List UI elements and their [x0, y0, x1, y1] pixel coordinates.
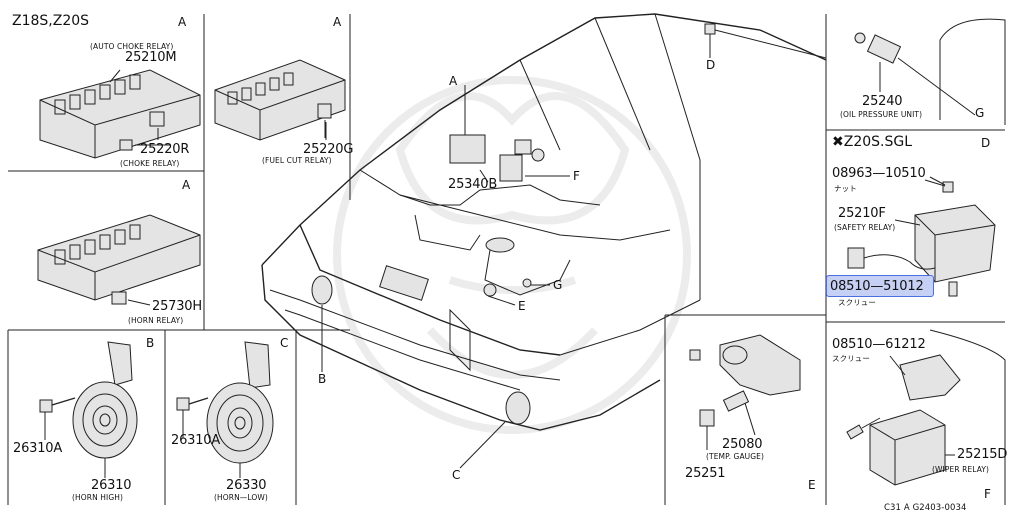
- fuel-cut-relay-block-drawing: [214, 59, 346, 141]
- auto-choke-relay-block-drawing: [39, 69, 201, 159]
- part-25220G[interactable]: 25220G: [303, 142, 354, 157]
- highlighted-part-box: [826, 275, 934, 297]
- caption-choke-relay: (CHOKE RELAY): [120, 159, 180, 168]
- part-08963-10510[interactable]: 08963—10510: [832, 166, 926, 181]
- callout-b: B: [318, 372, 327, 386]
- part-08510-61212[interactable]: 08510—61212: [832, 337, 926, 352]
- part-26310[interactable]: 26310: [91, 478, 132, 493]
- temp-gauge-drawing: [689, 334, 801, 450]
- caption-auto-choke-relay: (AUTO CHOKE RELAY): [90, 42, 174, 51]
- part-26310A-low[interactable]: 26310A: [171, 433, 221, 448]
- part-25240[interactable]: 25240: [862, 94, 903, 109]
- callout-a: A: [449, 74, 458, 88]
- part-08510-51012[interactable]: 08510—51012: [830, 279, 924, 294]
- part-25210F[interactable]: 25210F: [838, 206, 886, 221]
- safety-relay-drawing: [847, 179, 996, 297]
- panel-tl-letter: A: [178, 15, 187, 29]
- caption-screw-f: スクリュー: [832, 354, 870, 363]
- panel-tm-letter: A: [333, 15, 342, 29]
- caption-horn-relay: (HORN RELAY): [128, 316, 184, 325]
- part-25080[interactable]: 25080: [722, 437, 763, 452]
- leader-lines: [109, 69, 946, 226]
- panel-bl2-letter: C: [280, 336, 289, 350]
- part-25340B[interactable]: 25340B: [448, 177, 498, 192]
- caption-horn-low: (HORN—LOW): [214, 493, 268, 502]
- panel-br2-letter: F: [984, 487, 991, 501]
- callout-g: G: [553, 278, 563, 292]
- caption-temp-gauge: (TEMP. GAUGE): [706, 452, 765, 461]
- car-front-drawing: [261, 13, 827, 469]
- caption-safety-relay: (SAFETY RELAY): [834, 223, 896, 232]
- panel-tr-letter: G: [975, 106, 985, 120]
- part-25210M[interactable]: 25210M: [125, 50, 177, 65]
- panel-borders: [7, 14, 1005, 505]
- part-26330[interactable]: 26330: [226, 478, 267, 493]
- wiper-relay-drawing: [846, 329, 1006, 505]
- figure-reference: C31 A G2403-0034: [884, 503, 967, 513]
- part-25730H[interactable]: 25730H: [152, 299, 202, 314]
- panel-br1-letter: E: [808, 478, 816, 492]
- callout-f: F: [573, 169, 580, 183]
- caption-horn-high: (HORN HIGH): [72, 493, 124, 502]
- dragon-emblem-watermark: [333, 76, 691, 434]
- panel-mr-title: ✖Z20S.SGL: [832, 134, 913, 150]
- panel-tl-title: Z18S,Z20S: [12, 13, 90, 29]
- part-25251[interactable]: 25251: [685, 466, 726, 481]
- horn-relay-block-drawing: [37, 214, 201, 306]
- callout-e: E: [518, 299, 526, 313]
- part-26310A-high[interactable]: 26310A: [13, 441, 63, 456]
- caption-nut: ナット: [834, 184, 857, 193]
- horn-low-drawing: [176, 341, 274, 478]
- part-25215D[interactable]: 25215D: [957, 447, 1008, 462]
- horn-high-drawing: [39, 341, 138, 478]
- callout-d: D: [706, 58, 716, 72]
- callout-c: C: [452, 468, 461, 482]
- caption-wiper-relay: (WIPER RELAY): [932, 465, 990, 474]
- panel-bl1-letter: B: [146, 336, 155, 350]
- panel-mr-letter: D: [981, 136, 991, 150]
- panel-ml-letter: A: [182, 178, 191, 192]
- caption-screw-d: スクリュー: [838, 298, 876, 307]
- oil-pressure-unit-drawing: [854, 18, 1006, 125]
- caption-fuel-cut-relay: (FUEL CUT RELAY): [262, 156, 332, 165]
- part-25220R[interactable]: 25220R: [140, 142, 190, 157]
- caption-oil-pressure-unit: (OIL PRESSURE UNIT): [840, 110, 923, 119]
